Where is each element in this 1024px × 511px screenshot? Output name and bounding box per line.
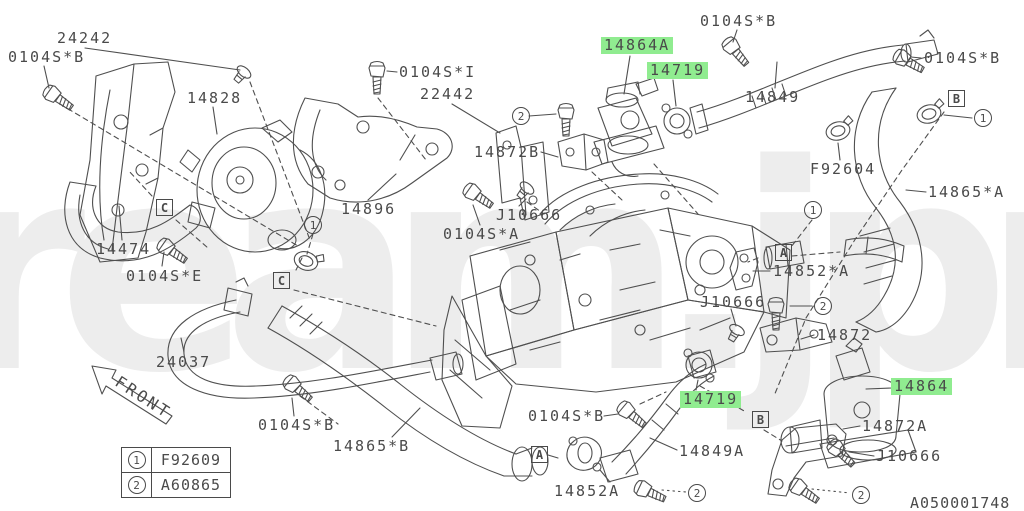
ref-box-a: A <box>775 244 792 261</box>
part-label-14849a: 14849A <box>679 442 746 460</box>
part-label-14474: 14474 <box>96 240 152 258</box>
part-label-24242: 24242 <box>57 29 113 47</box>
watermark: ream.jpn <box>0 104 1024 436</box>
fitting-14852A-chain-drawing <box>729 236 905 291</box>
legend-ref-circle: 2 <box>127 476 146 494</box>
bracket-14872A-drawing <box>767 423 847 497</box>
ref-box-b: B <box>752 411 769 428</box>
gasket-14719-top-drawing <box>661 103 693 139</box>
heat-shield-drawing <box>79 61 176 263</box>
part-label-14719-highlighted[interactable]: 14719 <box>647 61 709 80</box>
part-label-14865*b: 14865*B <box>333 437 411 455</box>
part-label-14872b: 14872B <box>474 143 541 161</box>
gasket-14719-bottom-drawing <box>683 348 715 383</box>
part-label-j10666: J10666 <box>876 447 943 465</box>
part-label-0104s*a: 0104S*A <box>443 225 521 243</box>
hose-14865B-drawing <box>267 305 549 482</box>
ref-circle-2: 2 <box>688 484 706 502</box>
part-label-14864-highlighted[interactable]: 14864 <box>891 377 953 396</box>
legend-ref-circle: 1 <box>127 451 146 469</box>
part-label-0104s*i: 0104S*I <box>399 63 477 81</box>
legend-row: 1 F92609 <box>122 448 230 472</box>
ref-box-c: C <box>273 272 290 289</box>
legend-table: 1 F92609 2 A60865 <box>121 447 231 498</box>
pipe-24037-drawing <box>167 277 464 399</box>
ref-box-c: C <box>156 199 173 216</box>
part-label-14849: 14849 <box>745 88 801 106</box>
part-label-0104s*b: 0104S*B <box>700 12 778 30</box>
pipe-14849-drawing <box>689 29 939 135</box>
part-label-14719-highlighted[interactable]: 14719 <box>680 390 742 409</box>
part-label-14865*a: 14865*A <box>928 183 1006 201</box>
part-label-0104s*e: 0104S*E <box>126 267 204 285</box>
part-label-j10666: J10666 <box>700 293 767 311</box>
ref-circle-2: 2 <box>852 486 870 504</box>
part-label-0104s*b: 0104S*B <box>924 49 1002 67</box>
front-arrow <box>91 365 173 425</box>
part-label-0104s*b: 0104S*B <box>258 416 336 434</box>
ref-circle-2: 2 <box>512 107 530 125</box>
part-label-14872a: 14872A <box>862 417 929 435</box>
part-label-14872: 14872 <box>817 326 873 344</box>
part-label-0104s*b: 0104S*B <box>8 48 86 66</box>
part-label-14828: 14828 <box>187 89 243 107</box>
air-hose-14474-drawing <box>64 181 216 262</box>
part-label-14852*a: 14852*A <box>773 262 851 280</box>
ref-circle-1: 1 <box>304 216 322 234</box>
part-label-f92604: F92604 <box>810 160 877 178</box>
diagram-id: A050001748 <box>910 494 1011 511</box>
bracket-14896-drawing <box>292 97 453 203</box>
legend-ref-cell: 2 <box>122 473 152 497</box>
bracket-14872B-drawing <box>557 133 609 171</box>
engine-block-drawing <box>441 173 791 429</box>
legend-code: F92609 <box>160 451 222 469</box>
bracket-22442-drawing <box>495 125 550 221</box>
legend-ref-cell: 1 <box>122 448 152 472</box>
combi-valve-14864A-drawing <box>593 77 665 177</box>
part-label-22442: 22442 <box>420 85 476 103</box>
assembly-dashed-lines <box>59 81 945 494</box>
part-label-0104s*b: 0104S*B <box>528 407 606 425</box>
legend-row: 2 A60865 <box>122 472 230 497</box>
legend-code: A60865 <box>160 476 222 494</box>
hose-14865A-drawing <box>853 87 923 333</box>
part-label-j10666: J10666 <box>496 206 563 224</box>
ref-circle-1: 1 <box>974 109 992 127</box>
part-label-24037: 24037 <box>156 353 212 371</box>
ref-circle-2: 2 <box>814 297 832 315</box>
ref-box-a: A <box>531 446 548 463</box>
air-pump-14828-drawing <box>179 119 326 253</box>
part-label-14852a: 14852A <box>554 482 621 500</box>
ref-box-b: B <box>948 90 965 107</box>
ref-circle-1: 1 <box>804 201 822 219</box>
stay-14872-drawing <box>759 317 833 353</box>
part-label-14896: 14896 <box>341 200 397 218</box>
leader-lines <box>43 29 973 483</box>
part-label-14864a-highlighted[interactable]: 14864A <box>601 36 674 55</box>
